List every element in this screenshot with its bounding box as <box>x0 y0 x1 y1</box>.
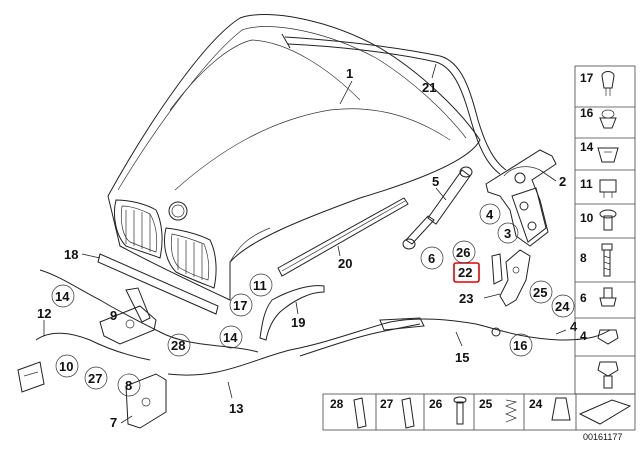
callout-16[interactable]: 16 <box>513 338 527 353</box>
callout-8[interactable]: 8 <box>125 378 132 393</box>
safety-catch-drawing <box>491 249 531 307</box>
callout-10[interactable]: 10 <box>59 359 73 374</box>
callout-12[interactable]: 12 <box>37 306 51 321</box>
callout-19[interactable]: 19 <box>291 315 305 330</box>
bottom-label-26[interactable]: 26 <box>429 397 443 411</box>
callout-2[interactable]: 2 <box>559 174 566 189</box>
callout-6[interactable]: 6 <box>428 251 435 266</box>
side-label-10[interactable]: 10 <box>580 211 594 225</box>
callout-13[interactable]: 13 <box>229 401 243 416</box>
side-label-8[interactable]: 8 <box>580 251 587 265</box>
callout-26[interactable]: 26 <box>456 245 470 260</box>
callout-11[interactable]: 11 <box>253 278 267 293</box>
callout-20[interactable]: 20 <box>338 256 352 271</box>
callout-5[interactable]: 5 <box>432 174 439 189</box>
side-label-14[interactable]: 14 <box>580 140 594 154</box>
callout-4a[interactable]: 4 <box>486 207 494 222</box>
callout-28[interactable]: 28 <box>171 338 185 353</box>
seal-21-drawing <box>281 33 507 175</box>
bottom-label-28[interactable]: 28 <box>330 397 344 411</box>
flap-drawing <box>259 285 325 341</box>
callout-24[interactable]: 24 <box>555 299 570 314</box>
callout-17[interactable]: 17 <box>233 298 247 313</box>
bottom-label-25[interactable]: 25 <box>479 397 493 411</box>
side-label-4[interactable]: 4 <box>580 329 587 343</box>
callout-7[interactable]: 7 <box>110 415 117 430</box>
side-panel: 17 16 14 11 10 8 6 4 <box>574 65 636 395</box>
callout-14b[interactable]: 14 <box>223 330 238 345</box>
bottom-label-27[interactable]: 27 <box>380 397 394 411</box>
lock-drawing <box>17 287 167 429</box>
callouts: 1 2 3 4 5 6 7 8 9 10 11 12 13 14 14 15 1… <box>37 63 578 430</box>
bottom-label-24[interactable]: 24 <box>529 397 543 411</box>
side-label-11[interactable]: 11 <box>580 177 593 191</box>
reference-number: 00161177 <box>583 432 622 442</box>
side-label-16[interactable]: 16 <box>580 106 594 120</box>
callout-22[interactable]: 22 <box>458 265 472 280</box>
callout-25[interactable]: 25 <box>533 285 547 300</box>
callout-27[interactable]: 27 <box>88 371 102 386</box>
hood-drawing <box>107 14 481 301</box>
side-label-6[interactable]: 6 <box>580 291 587 305</box>
callout-15[interactable]: 15 <box>455 350 469 365</box>
hinge-drawing <box>485 149 557 247</box>
callout-18[interactable]: 18 <box>64 247 78 262</box>
callout-9[interactable]: 9 <box>110 308 117 323</box>
callout-14a[interactable]: 14 <box>55 289 70 304</box>
side-label-17[interactable]: 17 <box>580 71 594 85</box>
callout-23[interactable]: 23 <box>459 291 473 306</box>
callout-4b[interactable]: 4 <box>570 319 578 334</box>
callout-1[interactable]: 1 <box>346 66 353 81</box>
seal-strips <box>97 197 409 315</box>
gas-strut-drawing <box>402 166 473 250</box>
cable-drawing <box>35 269 611 376</box>
callout-3[interactable]: 3 <box>504 226 511 241</box>
bottom-panel: 28 27 26 25 24 <box>322 393 636 431</box>
callout-21[interactable]: 21 <box>422 80 436 95</box>
